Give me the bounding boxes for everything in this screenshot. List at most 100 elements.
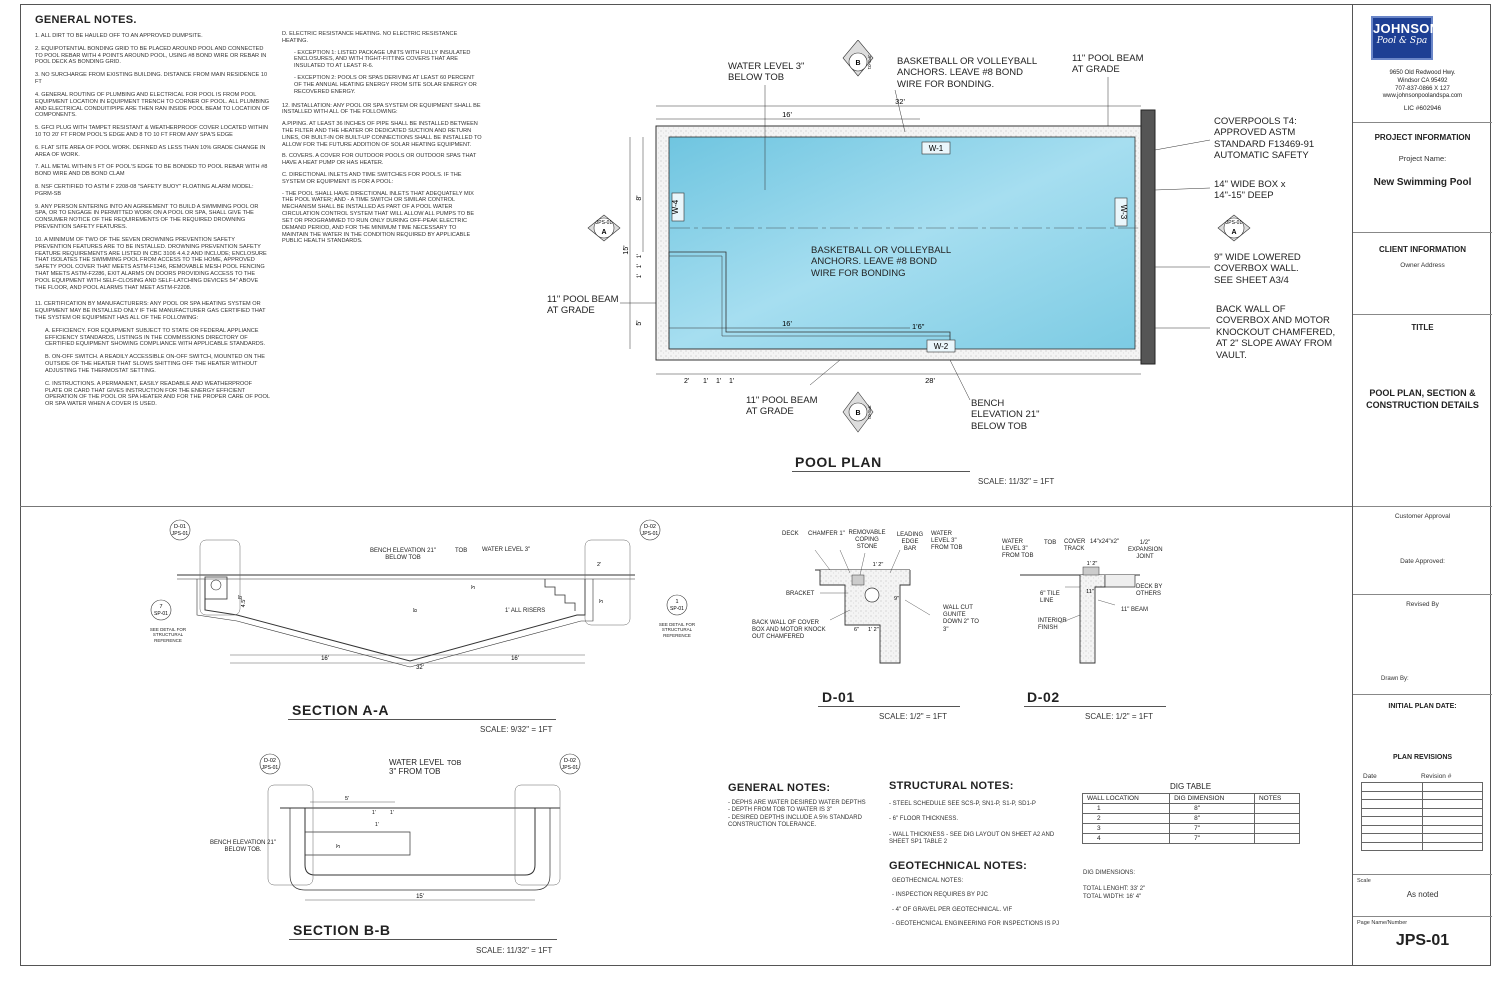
- d02-title: D-02: [1027, 689, 1060, 705]
- dim-b-1a: 1': [703, 378, 708, 385]
- phone: 707-837-0866 X 127: [1395, 85, 1450, 92]
- dim-v-15: 15': [623, 245, 630, 254]
- section-b-underline: [289, 939, 557, 940]
- sec-a-detail-left: SEE DETAIL FOR STRUCTURAL REFERENCE: [149, 627, 187, 643]
- svg-text:JPS-01: JPS-01: [642, 531, 659, 537]
- dig-dimensions: DIG DIMENSIONS: TOTAL LENGHT: 33' 2" TOT…: [1083, 870, 1145, 901]
- structural-notes: - STEEL SCHEDULE SEE SCS-P, SN1-P, S1-P,…: [889, 801, 1059, 846]
- note-d-ex1: - EXCEPTION 1: LISTED PACKAGE UNITS WITH…: [294, 49, 471, 70]
- note-3: 3. NO SURCHARGE FROM EXISTING BUILDING. …: [35, 72, 268, 86]
- sec-a-dim-32: 32': [416, 665, 424, 671]
- dim-v-8: 8': [636, 195, 643, 200]
- sec-a-dim-16b: 16': [511, 656, 519, 662]
- bottom-general-heading: GENERAL NOTES:: [728, 782, 831, 794]
- dim-mid-16: 16': [782, 319, 792, 328]
- plan-beam-top: 11" POOL BEAM AT GRADE: [1072, 53, 1144, 76]
- geo-heading: GEOTECHNICAL NOTES:: [889, 860, 1028, 872]
- note-11c: C. INSTRUCTIONS. A PERMANENT, EASILY REA…: [45, 380, 270, 408]
- d01-dim-12b: 1' 2": [868, 627, 879, 633]
- sec-a-bench: BENCH ELEVATION 21" BELOW TOB: [370, 548, 436, 562]
- dig-dims-heading: DIG DIMENSIONS:: [1083, 870, 1136, 876]
- sec-a-dim-16a: 16': [321, 656, 329, 662]
- general-notes-col1: 1. ALL DIRT TO BE HAULED OFF TO AN APPRO…: [35, 33, 270, 408]
- bottom-general-2: - DEPTH FROM TOB TO WATER IS 3": [728, 807, 833, 814]
- project-info-heading: PROJECT INFORMATION: [1374, 133, 1471, 142]
- plan-cover: COVERPOOLS T4: APPROVED ASTM STANDARD F1…: [1214, 116, 1315, 162]
- logo-sub: Pool & Spa: [1376, 36, 1428, 46]
- d02-tob: TOB: [1044, 540, 1057, 546]
- wall-w2: W-2: [934, 342, 949, 351]
- client-info-cell: CLIENT INFORMATION Owner Address: [1353, 232, 1492, 314]
- d02-dim-11: 11": [1086, 589, 1094, 595]
- dim-b-2: 2': [684, 378, 689, 385]
- bottom-general-1: - DEPHS ARE WATER DESIRED WATER DEPTHS: [728, 800, 866, 806]
- d01-dim-12: 1' 2": [873, 562, 884, 568]
- note-12: 12. INSTALLATION: ANY POOL OR SPA SYSTEM…: [282, 102, 481, 116]
- note-d: D. ELECTRIC RESISTANCE HEATING. NO ELECT…: [282, 31, 458, 44]
- d02-deck: DECK BY OTHERS: [1136, 584, 1163, 598]
- sec-b-dim-15: 15': [416, 894, 424, 900]
- project-name: New Swimming Pool: [1373, 177, 1472, 188]
- d01-underline: [818, 706, 960, 707]
- note-4: 4. GENERAL ROUTING OF PLUMBING AND ELECT…: [35, 91, 270, 119]
- rev-date-col: Date: [1363, 773, 1377, 780]
- d02-tile14: 14"x24"x2": [1090, 539, 1120, 545]
- wall-w4: W-4: [671, 199, 680, 214]
- sec-a-tob: TOB: [455, 548, 468, 554]
- page-label: Page Name/Number: [1357, 920, 1408, 926]
- svg-text:JPS-01: JPS-01: [562, 765, 579, 771]
- sec-a-detail-right: SEE DETAIL FOR STRUCTURAL REFERENCE: [658, 622, 696, 638]
- dim-top-16: 16': [782, 110, 792, 119]
- plan-beam-left: 11" POOL BEAM AT GRADE: [547, 294, 619, 317]
- plan-bench: BENCH ELEVATION 21" BELOW TOB: [971, 398, 1040, 432]
- dig-table-header: WALL LOCATION DIG DIMENSION NOTES: [1081, 793, 1301, 804]
- callout-sp7: 7 SP-01: [150, 599, 172, 621]
- website: www.johnsonpoolandspa.com: [1382, 93, 1463, 100]
- bottom-general-3: - DESIRED DEPTHS INCLUDE A 5% STANDARD C…: [728, 814, 862, 828]
- d02-cover: COVER TRACK: [1064, 539, 1086, 553]
- section-marker-a-left: JPS-01 A: [587, 214, 621, 242]
- d02-beam: 11" BEAM: [1121, 607, 1149, 613]
- sec-a-risers: 1' ALL RISERS: [505, 608, 546, 614]
- note-5: 5. GFCI PLUG WITH TAMPET RESISTANT & WEA…: [35, 125, 268, 138]
- svg-text:JPS-01: JPS-01: [596, 220, 613, 226]
- svg-text:JPS-01: JPS-01: [867, 55, 872, 70]
- d01-bracket: BRACKET: [786, 591, 815, 597]
- dig-length: TOTAL LENGHT: 33' 2": [1083, 886, 1146, 893]
- dim-b-1c: 1': [729, 378, 734, 385]
- section-a-title: SECTION A-A: [292, 702, 390, 718]
- geo-1: GEOTHECNICAL NOTES:: [892, 878, 964, 884]
- title-label: TITLE: [1411, 323, 1434, 332]
- note-12b: B. COVERS. A COVER FOR OUTDOOR POOLS OR …: [282, 153, 477, 167]
- dig-col-dim: DIG DIMENSION: [1169, 793, 1255, 804]
- d02-scale: SCALE: 1/2" = 1FT: [1085, 712, 1153, 721]
- note-1: 1. ALL DIRT TO BE HAULED OFF TO AN APPRO…: [35, 33, 203, 39]
- title-block: JOHNSON Pool & Spa 9650 Old Redwood Hwy.…: [1352, 4, 1492, 966]
- note-8: 8. NSF CERTIFIED TO ASTM F 2208-08 "SAFE…: [35, 184, 254, 197]
- plan-backwall: BACK WALL OF COVERBOX AND MOTOR KNOCKOUT…: [1216, 304, 1336, 361]
- pool-plan-scale: SCALE: 11/32" = 1FT: [978, 477, 1055, 486]
- detail-d02-drawing: 1' 2" 11": [1020, 561, 1140, 664]
- rev-num-col: Revision #: [1421, 773, 1452, 780]
- svg-text:A: A: [1231, 229, 1236, 236]
- note-11: 11. CERTIFICATION BY MANUFACTURERS: ANY …: [35, 301, 266, 321]
- callout-d02-a: D-02 JPS-01: [259, 753, 281, 775]
- general-notes-heading: GENERAL NOTES.: [35, 14, 137, 26]
- sec-a-dim-45: 4.5': [241, 599, 247, 608]
- revised-by-cell: Revised By Drawn By:: [1353, 594, 1492, 694]
- wall-w3: W-3: [1119, 205, 1128, 220]
- svg-text:SP-01: SP-01: [154, 611, 168, 617]
- d01-coping: REMOVABLE COPING STONE: [848, 530, 886, 551]
- plan-revisions: PLAN REVISIONS: [1392, 754, 1453, 761]
- d01-chamfer: CHAMFER 1": [808, 531, 845, 537]
- svg-text:SP-01: SP-01: [670, 606, 684, 612]
- sec-b-dim-1b: 1': [390, 810, 394, 816]
- section-b-title: SECTION B-B: [293, 922, 391, 938]
- note-9: 9. ANY PERSON ENTERING INTO AN AGREEMENT…: [35, 203, 259, 231]
- sec-a-dim-2: 2': [597, 562, 601, 568]
- geo-4: - GEOTEHCNICAL ENGINEERING FOR INSPECTIO…: [892, 920, 1060, 927]
- dig-table-title: DIG TABLE: [1170, 782, 1212, 791]
